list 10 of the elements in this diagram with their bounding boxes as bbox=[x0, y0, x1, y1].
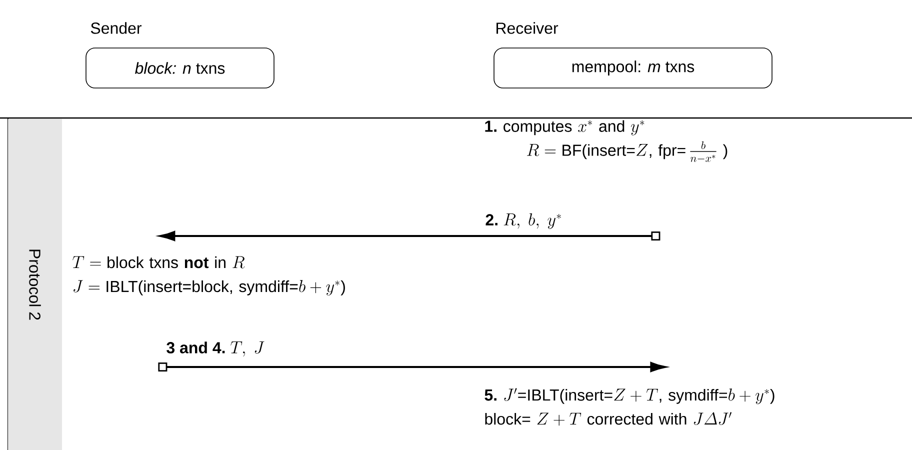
edge-label: $\textbf{3 and 4.}\ T,\ J$ bbox=[165, 340, 266, 358]
actor-box: block: n txns Sender bbox=[86, 22, 274, 88]
edge-label: $\textbf{2.}\ R,\ b,\ y^*$ bbox=[484, 212, 564, 230]
node-label: Sender bbox=[90, 22, 142, 34]
step-text: $\textbf{5.}\ J'\text{=IBLT(insert=}Z+T\text{, symdiff=}b+y^*\text{)}$ $\text{block= }Z+T\text{ corrected with }J\varDelta J'$ bbox=[484, 388, 774, 426]
side-band: Protocol 2 bbox=[8, 119, 62, 450]
step-text: $\textbf{1.}\ \text{computes}\ x^*\ \text{and}\ y^*$ $R = \text{BF(insert=}Z\text{, fpr=}\,\frac{b}{n-x^*}\ \text{)}$ bbox=[485, 120, 728, 162]
step-text: $T = \text{block txns \textbf{not} in } R$ $J = \text{IBLT(insert=block, symdiff=}b+y^*\text{)}$ bbox=[72, 256, 345, 296]
node-label: Receiver bbox=[496, 22, 558, 34]
actor-box: mempool: m txns Receiver bbox=[494, 22, 772, 88]
